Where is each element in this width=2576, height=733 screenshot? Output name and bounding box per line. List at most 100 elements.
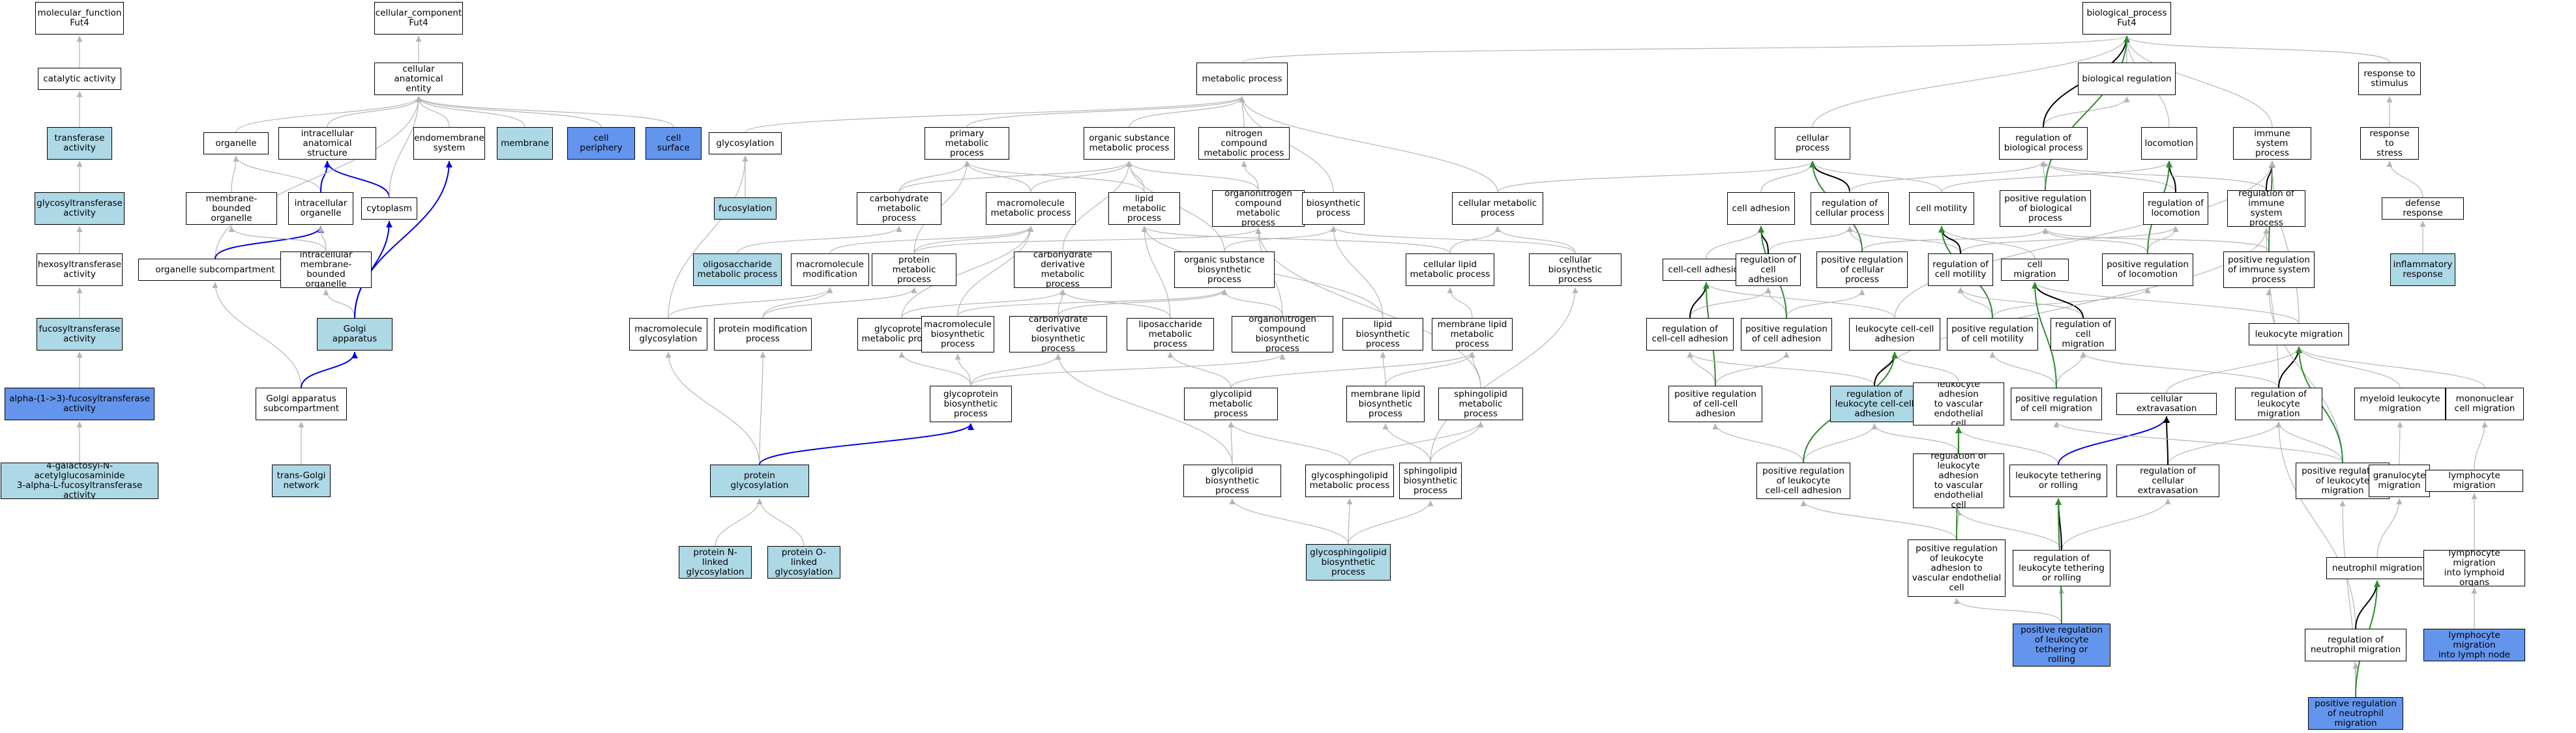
go-term-node-glycosyltransferase[interactable]: glycosyltransferase activity xyxy=(35,192,125,225)
go-term-node-regextrav[interactable]: regulation of cellular extravasation xyxy=(2116,465,2219,497)
go-term-node-posregbp[interactable]: positive regulation of biological proces… xyxy=(2000,190,2091,227)
go-term-node-protmp[interactable]: protein metabolic process xyxy=(872,253,956,286)
go-term-node-regleukmig[interactable]: regulation of leukocyte migration xyxy=(2235,388,2322,420)
go-term-node-transferase[interactable]: transferase activity xyxy=(47,127,112,160)
go-term-node-cae[interactable]: cellular anatomical entity xyxy=(374,63,463,95)
go-term-node-lymphnode[interactable]: lymphocyte migration into lymph node xyxy=(2423,629,2525,661)
go-term-node-cytoplasm[interactable]: cytoplasm xyxy=(361,197,417,220)
go-term-node-primary[interactable]: primary metabolic process xyxy=(925,127,1009,160)
go-term-node-regltether[interactable]: regulation of leukocyte tethering or rol… xyxy=(2013,550,2110,586)
go-term-node-posregccadh[interactable]: positive regulation of cell-cell adhesio… xyxy=(1668,386,1762,422)
go-term-node-regccadh[interactable]: regulation of cell-cell adhesion xyxy=(1646,318,1734,351)
go-term-node-golgi[interactable]: Golgi apparatus xyxy=(317,318,392,351)
go-term-node-lccadh[interactable]: leukocyte cell-cell adhesion xyxy=(1849,318,1940,351)
go-term-node-regmig[interactable]: regulation of cell migration xyxy=(2050,318,2116,351)
go-term-node-alpha13[interactable]: alpha-(1->3)-fucosyltransferase activity xyxy=(5,388,155,420)
go-term-node-lymphorgans[interactable]: lymphocyte migration into lymphoid organ… xyxy=(2423,550,2525,586)
go-term-node-macromp[interactable]: macromolecule metabolic process xyxy=(986,192,1076,225)
go-term-node-biosynth[interactable]: biosynthetic process xyxy=(1302,192,1365,225)
go-term-node-regcp[interactable]: regulation of cellular process xyxy=(1811,192,1889,225)
go-term-node-cellmot[interactable]: cell motility xyxy=(1909,192,1974,225)
go-term-node-defense[interactable]: defense response xyxy=(2382,197,2464,220)
go-term-node-regimm[interactable]: regulation of immune system process xyxy=(2227,190,2305,227)
go-term-node-ladhvec[interactable]: leukocyte adhesion to vascular endotheli… xyxy=(1913,382,2004,425)
go-term-node-immune[interactable]: immune system process xyxy=(2233,127,2311,160)
go-term-node-granulo[interactable]: granulocyte migration xyxy=(2369,465,2430,497)
go-term-node-lipidmp[interactable]: lipid metabolic process xyxy=(1108,192,1180,225)
go-term-node-ccadh[interactable]: cell-cell adhesion xyxy=(1663,259,1750,281)
go-term-node-catalytic[interactable]: catalytic activity xyxy=(38,68,121,90)
go-term-node-extrav[interactable]: cellular extravasation xyxy=(2116,393,2217,415)
go-term-node-inflam[interactable]: inflammatory response xyxy=(2390,253,2455,286)
go-term-node-bioreg[interactable]: biological regulation xyxy=(2078,63,2176,95)
go-term-node-fucosyltransferase[interactable]: fucosyltransferase activity xyxy=(37,318,123,351)
go-term-node-golgisub[interactable]: Golgi apparatus subcompartment xyxy=(256,388,347,420)
go-term-node-metabolic[interactable]: metabolic process xyxy=(1196,63,1288,95)
go-term-node-carbmp[interactable]: carbohydrate metabolic process xyxy=(857,192,941,225)
go-term-node-ltether[interactable]: leukocyte tethering or rolling xyxy=(2009,465,2107,497)
go-term-node-regcadh[interactable]: regulation of cell adhesion xyxy=(1736,253,1801,286)
go-term-node-stimulus[interactable]: response to stimulus xyxy=(2358,63,2421,95)
go-term-node-lymphmig[interactable]: lymphocyte migration xyxy=(2425,470,2523,492)
go-term-node-posregimm[interactable]: positive regulation of immune system pro… xyxy=(2223,252,2315,288)
go-term-node-membrane[interactable]: membrane xyxy=(497,127,553,160)
go-term-node-posregneut[interactable]: positive regulation of neutrophil migrat… xyxy=(2308,697,2403,730)
go-term-node-posregloco[interactable]: positive regulation of locomotion xyxy=(2102,253,2193,286)
go-term-node-glycolipbp[interactable]: glycolipid biosynthetic process xyxy=(1183,465,1281,497)
go-term-node-myeloid[interactable]: myeloid leukocyte migration xyxy=(2354,388,2446,420)
go-term-node-cellproc[interactable]: cellular process xyxy=(1775,127,1850,160)
go-term-node-cdbp[interactable]: carbohydrate derivative biosynthetic pro… xyxy=(1009,316,1107,352)
go-term-node-protglyc[interactable]: protein glycosylation xyxy=(710,465,809,497)
go-term-node-hexosyltransferase[interactable]: hexosyltransferase activity xyxy=(37,253,123,286)
go-term-node-bp[interactable]: biological_process Fut4 xyxy=(2082,2,2171,35)
go-term-node-cellperiphery[interactable]: cell periphery xyxy=(567,127,635,160)
go-term-node-orgncbp[interactable]: organonitrogen compound biosynthetic pro… xyxy=(1232,316,1333,352)
go-term-node-clmp[interactable]: cellular lipid metabolic process xyxy=(1406,253,1494,286)
go-term-node-macrobp[interactable]: macromolecule biosynthetic process xyxy=(921,316,994,352)
go-term-node-ias[interactable]: intracellular anatomical structure xyxy=(278,127,376,160)
go-term-node-regbp[interactable]: regulation of biological process xyxy=(1999,127,2088,160)
go-term-node-regmot[interactable]: regulation of cell motility xyxy=(1928,253,1993,286)
go-term-node-regloco[interactable]: regulation of locomotion xyxy=(2143,192,2208,225)
go-term-node-locomotion[interactable]: locomotion xyxy=(2141,127,2197,160)
go-term-node-mlmp[interactable]: membrane lipid metabolic process xyxy=(1432,318,1513,351)
go-term-node-ncmp[interactable]: nitrogen compound metabolic process xyxy=(1198,127,1290,160)
go-term-node-endomembrane[interactable]: endomembrane system xyxy=(413,127,485,160)
go-term-node-orgncmp[interactable]: organonitrogen compound metabolic proces… xyxy=(1212,190,1305,227)
go-term-node-macromod[interactable]: macromolecule modification xyxy=(791,253,869,286)
go-term-node-leukmig[interactable]: leukocyte migration xyxy=(2249,323,2349,345)
go-term-node-glycosylation[interactable]: glycosylation xyxy=(709,132,782,154)
go-term-node-sphbp[interactable]: sphingolipid biosynthetic process xyxy=(1399,463,1462,499)
go-term-node-reglccadh[interactable]: regulation of leukocyte cell-cell adhesi… xyxy=(1830,386,1919,422)
go-term-node-posregltether[interactable]: positive regulation of leukocyte tetheri… xyxy=(2013,624,2110,667)
go-term-node-cellmp[interactable]: cellular metabolic process xyxy=(1452,192,1543,225)
go-term-node-glycoprotbp[interactable]: glycoprotein biosynthetic process xyxy=(930,386,1012,422)
go-term-node-mbo[interactable]: membrane-bounded organelle xyxy=(186,192,277,225)
go-term-node-oligo[interactable]: oligosaccharide metabolic process xyxy=(693,253,782,286)
go-term-node-regladhvec[interactable]: regulation of leukocyte adhesion to vasc… xyxy=(1913,453,2004,508)
go-term-node-celladh[interactable]: cell adhesion xyxy=(1727,192,1795,225)
go-term-node-gsphmp[interactable]: glycosphingolipid metabolic process xyxy=(1305,465,1394,497)
go-term-node-regneut[interactable]: regulation of neutrophil migration xyxy=(2305,629,2406,661)
go-term-node-cdmp[interactable]: carbohydrate derivative metabolic proces… xyxy=(1014,252,1112,288)
go-term-node-sphmp[interactable]: sphingolipid metabolic process xyxy=(1438,388,1523,420)
go-term-node-oglyc[interactable]: protein O-linked glycosylation xyxy=(767,546,840,579)
go-term-node-mlbp[interactable]: membrane lipid biosynthetic process xyxy=(1346,386,1425,422)
go-term-node-io[interactable]: intracellular organelle xyxy=(288,192,353,225)
go-term-node-fucosylation[interactable]: fucosylation xyxy=(714,197,777,220)
go-term-node-macroglyc[interactable]: macromolecule glycosylation xyxy=(629,318,707,351)
go-term-node-cbp[interactable]: cellular biosynthetic process xyxy=(1529,253,1621,286)
go-term-node-posregmig[interactable]: positive regulation of cell migration xyxy=(2011,388,2102,420)
go-term-node-cc[interactable]: cellular_component Fut4 xyxy=(374,2,463,35)
go-term-node-osubc[interactable]: organelle subcompartment xyxy=(138,259,292,281)
go-term-node-transgolgi[interactable]: trans-Golgi network xyxy=(272,465,331,497)
go-term-node-mononuc[interactable]: mononuclear cell migration xyxy=(2446,388,2524,420)
go-term-node-posregcp[interactable]: positive regulation of cellular process xyxy=(1816,252,1908,288)
go-term-node-lipoMP[interactable]: liposaccharide metabolic process xyxy=(1127,318,1214,351)
go-term-node-glycolipmp[interactable]: glycolipid metabolic process xyxy=(1184,388,1278,420)
go-term-node-mf[interactable]: molecular_function Fut4 xyxy=(35,2,124,35)
go-term-node-posreglccadh[interactable]: positive regulation of leukocyte cell-ce… xyxy=(1756,463,1850,499)
go-term-node-posregcadh[interactable]: positive regulation of cell adhesion xyxy=(1741,318,1832,351)
go-term-node-osbp[interactable]: organic substance biosynthetic process xyxy=(1174,252,1275,288)
go-term-node-posregladhvec[interactable]: positive regulation of leukocyte adhesio… xyxy=(1908,539,2006,597)
